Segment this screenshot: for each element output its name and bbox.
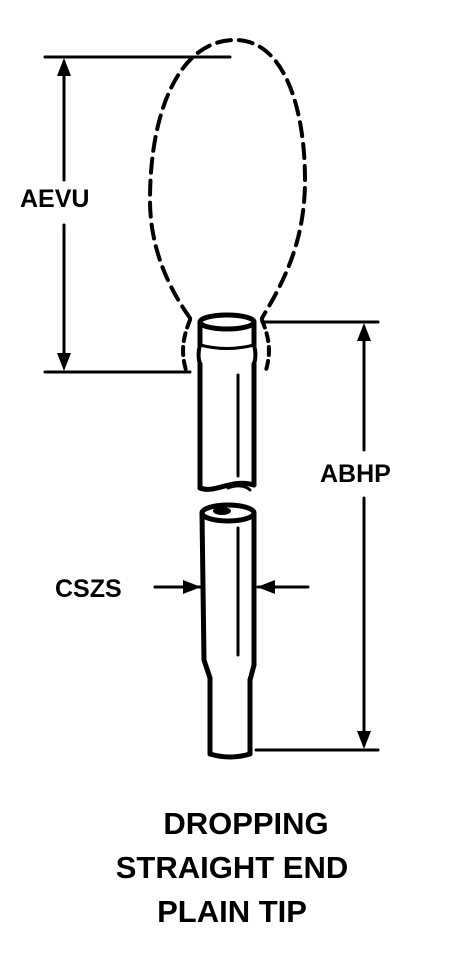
label-cszs: CSZS (55, 575, 122, 603)
caption-line-2: STRAIGHT END (116, 850, 349, 885)
abhp-dimension (254, 320, 380, 752)
tube-bore (213, 507, 231, 515)
bulb-outline-dashed (148, 38, 307, 320)
caption-line-1: DROPPING (163, 806, 328, 841)
aevu-dimension (43, 55, 232, 374)
bulb-neck-right (260, 318, 271, 372)
cszs-dimension (153, 580, 310, 594)
bulb-neck-left (181, 318, 192, 372)
label-abhp: ABHP (320, 460, 391, 488)
lower-tube (199, 502, 257, 760)
label-aevu: AEVU (20, 185, 89, 213)
upper-tube (196, 312, 258, 492)
caption-line-3: PLAIN TIP (157, 894, 307, 929)
